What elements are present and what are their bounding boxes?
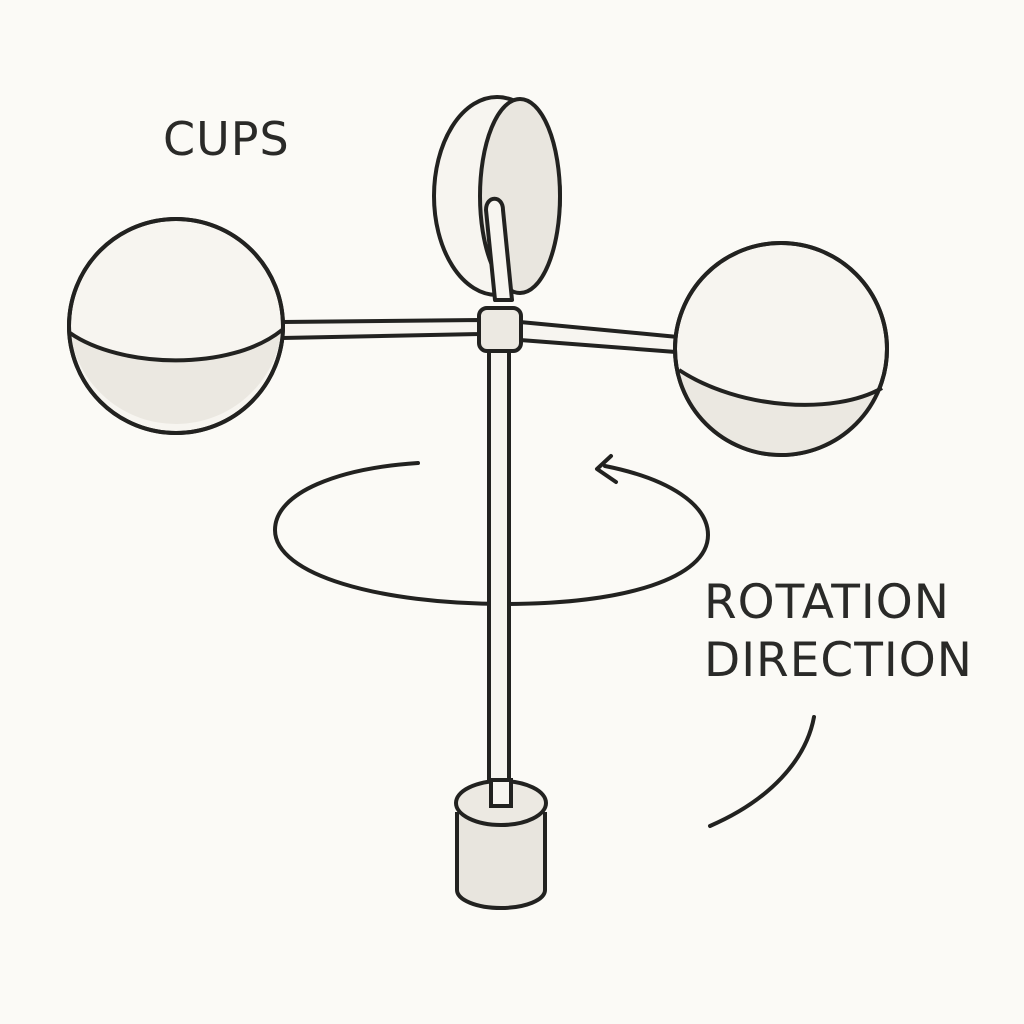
right-cup bbox=[673, 241, 889, 457]
rotation-label-line1: ROTATION bbox=[704, 575, 950, 630]
top-cup bbox=[432, 95, 562, 302]
label-leader-line bbox=[708, 715, 816, 828]
mast bbox=[487, 343, 511, 812]
left-cup bbox=[67, 217, 285, 435]
rotation-arrowhead-icon bbox=[595, 454, 618, 484]
hub bbox=[477, 306, 523, 353]
cups-label: CUPS bbox=[163, 112, 290, 166]
right-arm bbox=[518, 320, 680, 354]
rotation-label-line2: DIRECTION bbox=[704, 633, 973, 688]
rotation-direction-label: ROTATION DIRECTION bbox=[704, 574, 973, 690]
base bbox=[454, 778, 548, 910]
left-arm bbox=[280, 318, 482, 340]
